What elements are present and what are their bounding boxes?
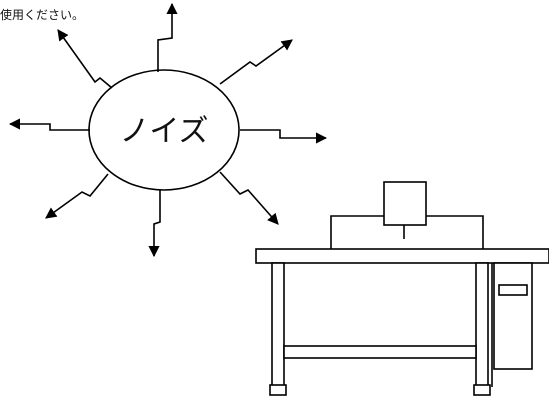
sewing-table [255,181,549,396]
noise-arrow-down [148,190,161,258]
machine-bed [330,215,384,249]
control-box [493,262,533,370]
table-leg-left [271,262,285,388]
noise-label: ノイズ [119,114,208,149]
noise-arrow-up-left [57,29,113,89]
caption-text: 使用ください。 [0,8,85,22]
control-box-slot [498,284,528,296]
tabletop [255,248,549,264]
noise-arrow-right [240,129,328,144]
table-crossbar [283,345,477,359]
noise-arrow-up [157,2,178,72]
noise-arrow-down-right [219,171,279,225]
noise-arrow-down-left [45,173,109,219]
noise-arrow-up-right [219,39,293,85]
noise-arrow-left [8,118,90,131]
table-leg-right [475,262,489,388]
machine-head [383,181,427,226]
